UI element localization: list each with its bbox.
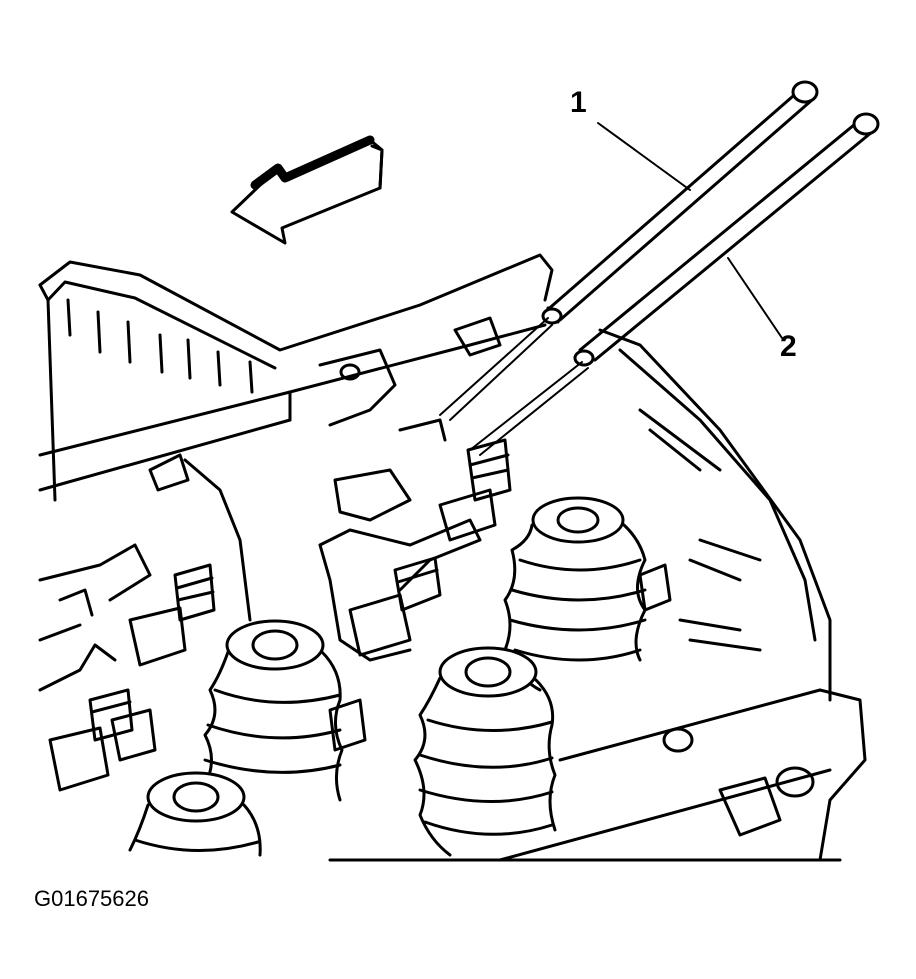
callout-label-2: 2	[780, 330, 797, 363]
pushrod-2	[469, 112, 880, 456]
direction-arrow-icon	[230, 135, 384, 245]
rocker-bracket-front	[318, 418, 482, 662]
callout-1-leader	[597, 122, 691, 191]
side-bolts	[328, 563, 672, 752]
valve-spring-rear-right	[503, 496, 647, 692]
pushrod-1	[439, 80, 819, 421]
valve-spring-front-left	[128, 771, 262, 857]
cylinder-head-body	[38, 253, 867, 862]
valve-spring-front-right	[413, 646, 557, 857]
callout-2-leader	[727, 257, 783, 339]
valve-spring-rear-left	[203, 619, 344, 802]
rocker-bracket-left	[38, 543, 152, 692]
rocker-stud-bolts	[48, 438, 782, 837]
callout-label-1: 1	[570, 86, 587, 119]
figure-id: G01675626	[34, 886, 149, 911]
